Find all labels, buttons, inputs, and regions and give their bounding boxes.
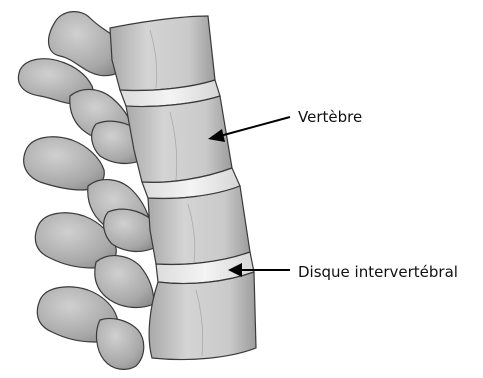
transverse-process-2: [24, 137, 105, 190]
disc-label: Disque intervertébral: [298, 263, 458, 281]
vertebral-column: [110, 16, 256, 360]
vertebral-body-1: [110, 16, 215, 91]
spinous-process-4: [97, 318, 144, 369]
vertebra-label: Vertèbre: [298, 108, 362, 126]
